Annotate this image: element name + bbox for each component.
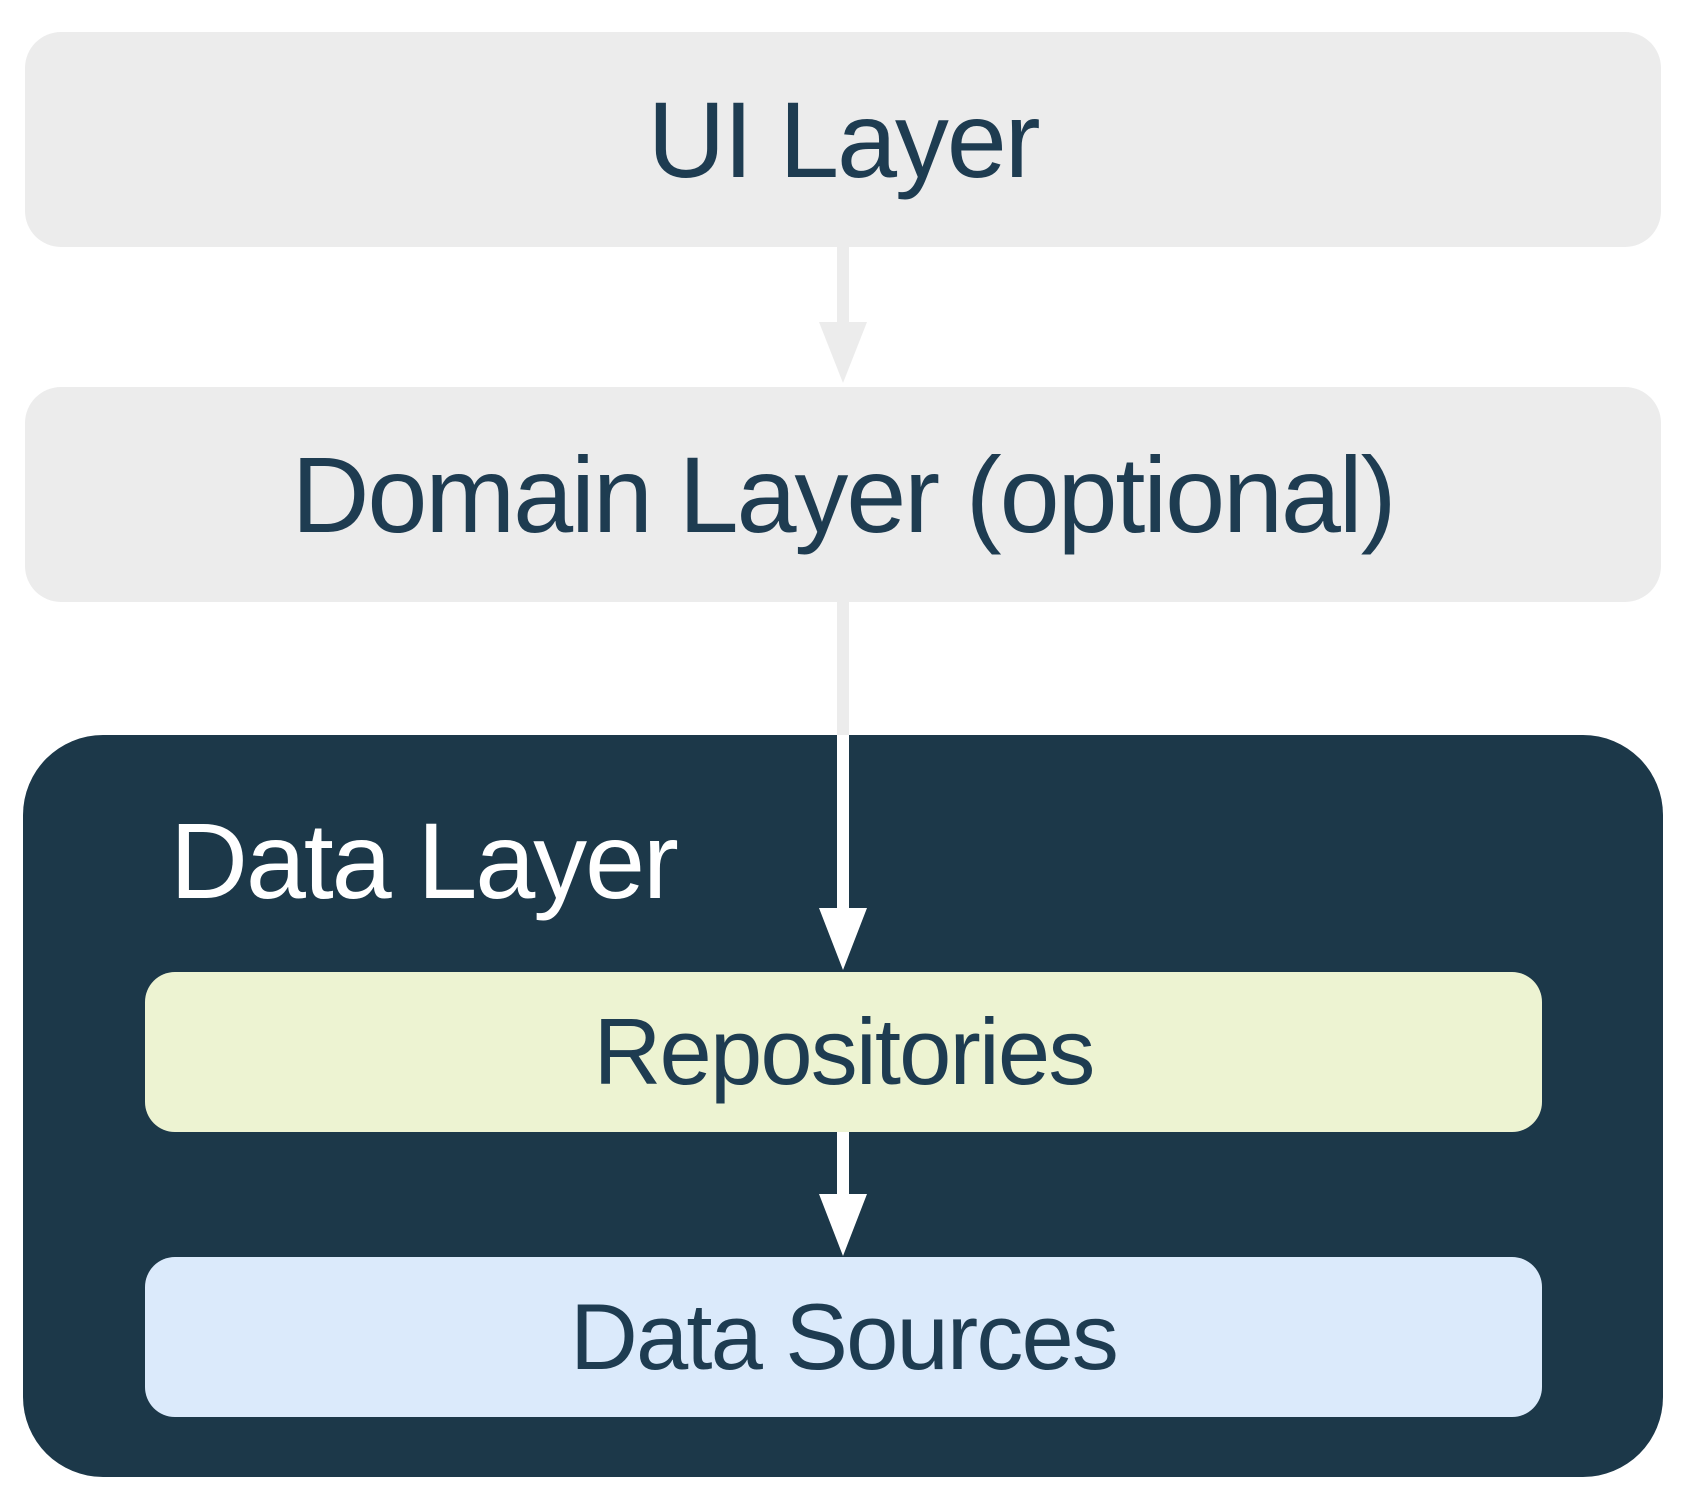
ui-layer-label: UI Layer — [647, 79, 1041, 200]
data-layer-label: Data Layer — [170, 799, 679, 921]
domain-layer-label: Domain Layer (optional) — [291, 434, 1397, 555]
ui-layer-box: UI Layer — [25, 32, 1661, 247]
arrow-down-icon — [819, 1194, 867, 1256]
arrow-line — [837, 735, 849, 909]
arrow-line — [837, 247, 849, 325]
repositories-label: Repositories — [593, 999, 1096, 1104]
arrow-down-icon — [819, 908, 867, 970]
arrow-down-icon — [819, 322, 867, 383]
data-sources-label: Data Sources — [570, 1284, 1119, 1389]
domain-layer-box: Domain Layer (optional) — [25, 387, 1661, 602]
arrow-line — [837, 1132, 849, 1196]
data-sources-box: Data Sources — [145, 1257, 1542, 1417]
arrow-line — [837, 598, 849, 735]
repositories-box: Repositories — [145, 972, 1542, 1132]
